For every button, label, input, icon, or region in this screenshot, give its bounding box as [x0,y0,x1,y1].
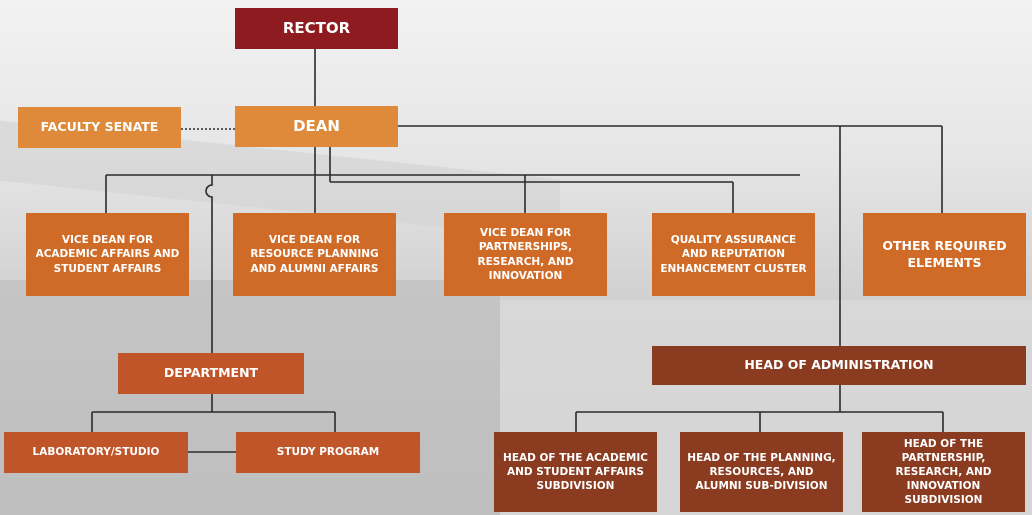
department-box: DEPARTMENT [118,353,304,394]
subdivision-planning-box: HEAD OF THE PLANNING, RESOURCES, AND ALU… [680,432,843,512]
study-program-box: STUDY PROGRAM [236,432,420,473]
laboratory-studio-box: LABORATORY/STUDIO [4,432,188,473]
subdivision-academic-box: HEAD OF THE ACADEMIC AND STUDENT AFFAIRS… [494,432,657,512]
vice-dean-partnerships-box: VICE DEAN FOR PARTNERSHIPS, RESEARCH, AN… [444,213,607,296]
head-of-administration-box: HEAD OF ADMINISTRATION [652,346,1026,385]
faculty-senate-box: FACULTY SENATE [18,107,181,148]
connector-department [205,175,213,353]
background-facade [0,280,500,515]
vice-dean-resource-box: VICE DEAN FOR RESOURCE PLANNING AND ALUM… [233,213,396,296]
quality-assurance-box: QUALITY ASSURANCE AND REPUTATION ENHANCE… [652,213,815,296]
other-required-elements-box: OTHER REQUIRED ELEMENTS [863,213,1026,296]
vice-dean-academic-box: VICE DEAN FOR ACADEMIC AFFAIRS AND STUDE… [26,213,189,296]
dean-box: DEAN [235,106,398,147]
rector-box: RECTOR [235,8,398,49]
subdivision-partnership-box: HEAD OF THE PARTNERSHIP, RESEARCH, AND I… [862,432,1025,512]
